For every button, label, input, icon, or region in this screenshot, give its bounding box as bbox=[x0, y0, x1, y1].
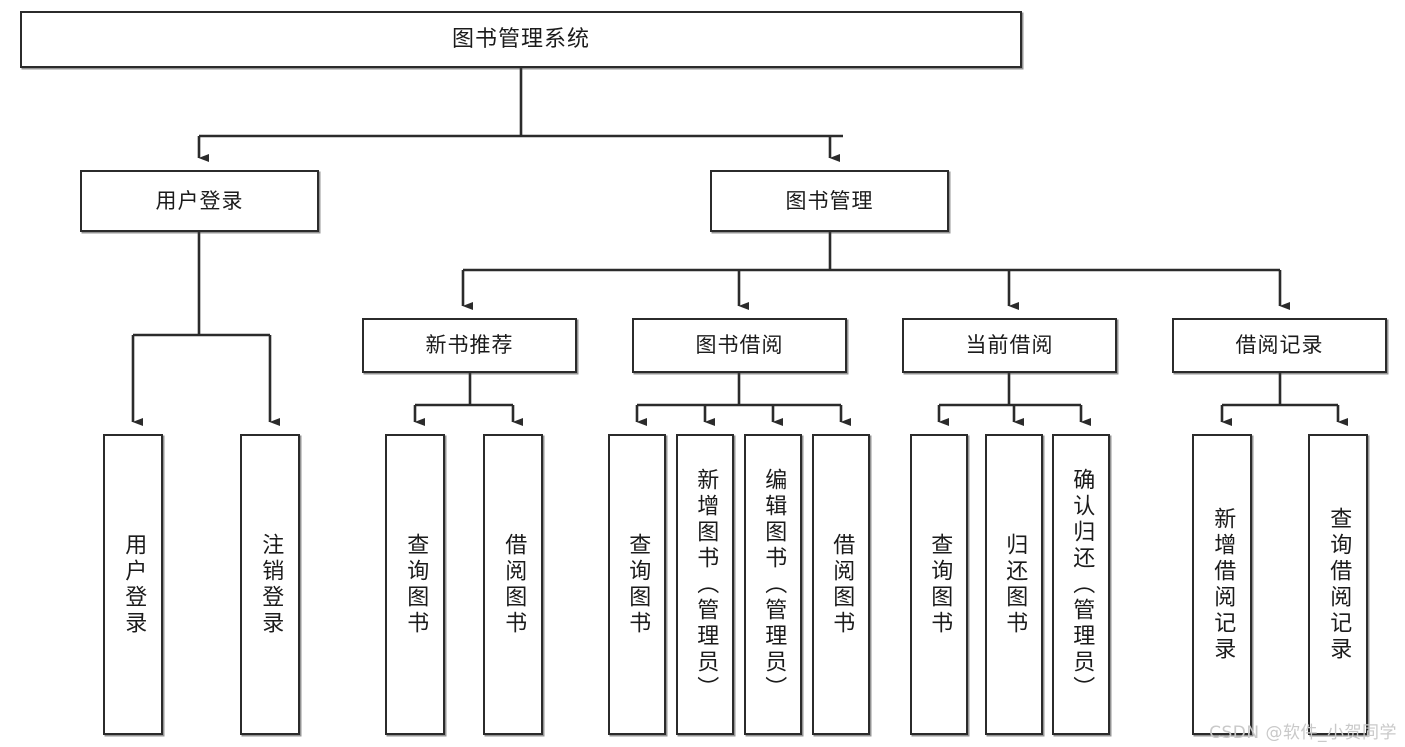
node-leaf-confirm-return-admin[interactable]: 确认归还（管理员） bbox=[1052, 434, 1110, 735]
node-book-manage[interactable]: 图书管理 bbox=[710, 170, 949, 232]
edge-bookmanage-to-level3 bbox=[461, 232, 1290, 310]
node-leaf-user-login[interactable]: 用户登录 bbox=[103, 434, 163, 735]
node-leaf-query-borrow-record[interactable]: 查询借阅记录 bbox=[1308, 434, 1368, 735]
node-user-login[interactable]: 用户登录 bbox=[80, 170, 319, 232]
node-label: 用户登录 bbox=[121, 532, 147, 637]
watermark-text: CSDN @软件_小贺同学 bbox=[1209, 723, 1397, 743]
node-label: 确认归还（管理员） bbox=[1069, 467, 1095, 702]
node-leaf-return-book[interactable]: 归还图书 bbox=[985, 434, 1043, 735]
edge-userlogin-to-leaves bbox=[131, 232, 280, 426]
edge-borrowrecord-to-leaves bbox=[1220, 373, 1348, 426]
node-leaf-edit-book-admin[interactable]: 编辑图书（管理员） bbox=[744, 434, 802, 735]
node-leaf-add-book-admin[interactable]: 新增图书（管理员） bbox=[676, 434, 734, 735]
node-label: 新书推荐 bbox=[425, 333, 514, 358]
node-label: 新增借阅记录 bbox=[1210, 506, 1236, 663]
node-label: 查询借阅记录 bbox=[1326, 506, 1352, 663]
edge-currentborrow-to-leaves bbox=[937, 373, 1091, 426]
node-label: 注销登录 bbox=[258, 532, 284, 637]
node-label: 新增图书（管理员） bbox=[693, 467, 719, 702]
node-new-book-rec[interactable]: 新书推荐 bbox=[362, 318, 577, 373]
node-leaf-query-book-borrow[interactable]: 查询图书 bbox=[608, 434, 666, 735]
node-label: 图书管理 bbox=[785, 188, 874, 213]
node-label: 当前借阅 bbox=[965, 333, 1054, 358]
node-label: 查询图书 bbox=[625, 532, 651, 637]
node-label: 借阅图书 bbox=[501, 532, 527, 637]
node-leaf-user-logout[interactable]: 注销登录 bbox=[240, 434, 300, 735]
node-leaf-borrow-book[interactable]: 借阅图书 bbox=[812, 434, 870, 735]
node-borrow-record[interactable]: 借阅记录 bbox=[1172, 318, 1387, 373]
node-label: 图书借阅 bbox=[695, 333, 784, 358]
node-label: 编辑图书（管理员） bbox=[761, 467, 787, 702]
node-leaf-add-borrow-record[interactable]: 新增借阅记录 bbox=[1192, 434, 1252, 735]
node-book-borrow[interactable]: 图书借阅 bbox=[632, 318, 847, 373]
node-current-borrow[interactable]: 当前借阅 bbox=[902, 318, 1117, 373]
node-label: 用户登录 bbox=[155, 188, 244, 213]
edge-bookborrow-to-leaves bbox=[635, 373, 851, 426]
node-label: 归还图书 bbox=[1002, 532, 1028, 637]
node-leaf-query-book-current[interactable]: 查询图书 bbox=[910, 434, 968, 735]
node-root-system[interactable]: 图书管理系统 bbox=[20, 11, 1022, 68]
edge-root-to-level2 bbox=[197, 68, 843, 162]
node-leaf-query-book-rec[interactable]: 查询图书 bbox=[385, 434, 445, 735]
node-label: 查询图书 bbox=[927, 532, 953, 637]
node-label: 查询图书 bbox=[403, 532, 429, 637]
node-leaf-borrow-book-rec[interactable]: 借阅图书 bbox=[483, 434, 543, 735]
edge-newbookrec-to-leaves bbox=[413, 373, 523, 426]
node-label: 借阅图书 bbox=[829, 532, 855, 637]
node-label: 图书管理系统 bbox=[451, 26, 590, 52]
node-label: 借阅记录 bbox=[1235, 333, 1324, 358]
